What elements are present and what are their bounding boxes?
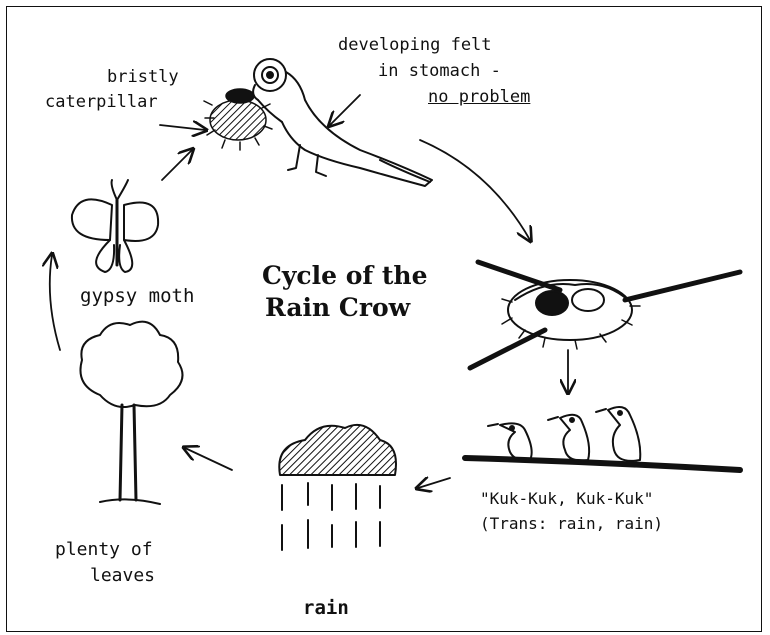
label-in-stomach: in stomach - <box>378 62 501 81</box>
label-gypsy-moth: gypsy moth <box>80 286 194 307</box>
diagram-title-line2: Rain Crow <box>265 294 410 323</box>
label-translation: (Trans: rain, rain) <box>480 515 663 533</box>
label-plenty-of: plenty of <box>55 540 153 560</box>
arrow-tree-to-moth <box>50 255 60 350</box>
label-caterpillar: caterpillar <box>45 93 158 112</box>
nest-with-eggs-drawing <box>470 262 740 368</box>
arrow-rain-to-tree <box>185 448 232 470</box>
tree-drawing <box>80 322 182 504</box>
label-no-problem: no problem <box>428 88 530 107</box>
label-kuk-kuk-call: "Kuk-Kuk, Kuk-Kuk" <box>480 490 653 508</box>
label-leaves: leaves <box>90 566 155 586</box>
arrow-felt-to-stomach <box>330 95 360 125</box>
bristly-caterpillar-drawing <box>204 89 272 150</box>
arrow-caterpillar-to-bird <box>160 125 205 130</box>
baby-birds-on-branch-drawing <box>465 407 740 470</box>
arrow-bird-to-nest <box>420 140 530 240</box>
label-rain: rain <box>303 598 349 619</box>
label-developing-felt: developing felt <box>338 36 492 55</box>
diagram-title-line1: Cycle of the <box>262 262 428 291</box>
label-bristly: bristly <box>107 68 179 87</box>
arrow-moth-to-caterpillar <box>162 150 192 180</box>
rain-cloud-drawing <box>279 425 396 550</box>
arrow-chicks-to-rain <box>418 478 450 488</box>
gypsy-moth-drawing <box>72 180 158 272</box>
